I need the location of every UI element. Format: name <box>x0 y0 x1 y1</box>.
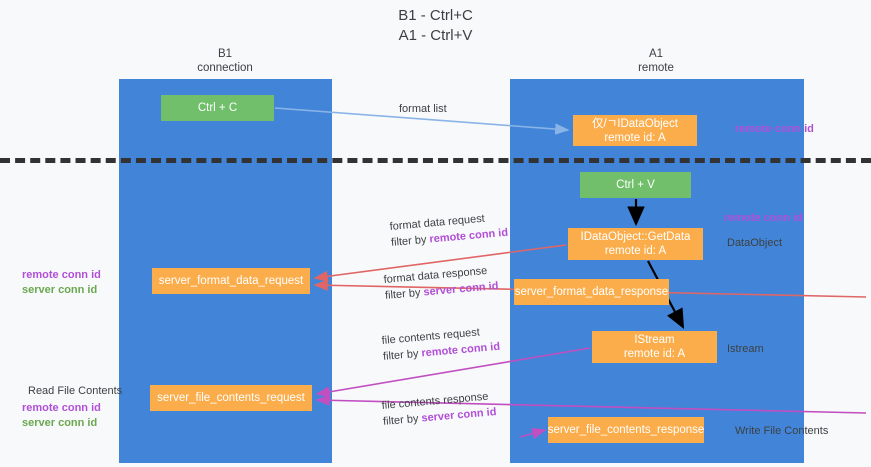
filter-key-server-conn-id: server conn id <box>422 280 499 299</box>
title-line-2: A1 - Ctrl+V <box>398 27 473 44</box>
box-istream-line1: IStream <box>634 334 675 346</box>
annotation-left-remote-conn-id-1: remote conn id <box>22 269 101 281</box>
annotation-left-server-conn-id-2: server conn id <box>22 417 98 429</box>
title-line-1: B1 - Ctrl+C <box>398 7 473 24</box>
lane-header-a1: A1 remote <box>596 47 716 75</box>
annotation-left-conn-ids-top: remote conn id server conn id <box>22 268 101 298</box>
annotation-write-file-contents: Write File Contents <box>735 425 829 437</box>
box-idataobject-getdata[interactable]: IDataObject::GetData remote id: A <box>568 228 703 260</box>
box-server-file-contents-response[interactable]: server_file_contents_response <box>548 417 704 443</box>
box-getdata-line2: remote id: A <box>604 245 667 257</box>
box-ctrl-v-label: Ctrl + V <box>616 179 655 191</box>
annotation-left-server-conn-id-1: server conn id <box>22 284 98 296</box>
label-format-data-response: format data response filter by server co… <box>383 262 499 304</box>
box-ctrl-c-label: Ctrl + C <box>197 102 238 114</box>
filter-prefix: filter by <box>382 412 422 428</box>
annotation-dataobject: DataObject <box>727 237 783 249</box>
lane-header-b1-name: B1 <box>217 48 233 60</box>
annotation-remote-conn-id-top: remote conn id <box>735 123 814 135</box>
box-server-format-data-response[interactable]: server_format_data_response <box>514 279 669 305</box>
annotation-read-file-contents: Read File Contents <box>28 385 123 397</box>
lane-header-b1: B1 connection <box>165 47 285 75</box>
filter-prefix: filter by <box>384 286 424 302</box>
box-ctrl-v[interactable]: Ctrl + V <box>580 172 691 198</box>
filter-key-remote-conn-id: remote conn id <box>420 340 501 360</box>
label-format-list-text: format list <box>399 103 447 115</box>
filter-key-remote-conn-id: remote conn id <box>428 226 509 246</box>
filter-key-server-conn-id: server conn id <box>420 406 497 425</box>
label-file-contents-request: file contents request filter by remote c… <box>381 323 501 365</box>
box-ctrl-c[interactable]: Ctrl + C <box>161 95 274 121</box>
box-server-format-data-request-label: server_format_data_request <box>158 275 304 287</box>
box-idataobject[interactable]: 仅/ㄱIDataObject remote id: A <box>573 115 697 146</box>
box-server-file-contents-response-label: server_file_contents_response <box>547 424 705 436</box>
box-server-format-data-response-label: server_format_data_response <box>514 286 669 298</box>
lane-header-a1-name: A1 <box>648 48 664 60</box>
label-format-data-request: format data request filter by remote con… <box>389 209 509 251</box>
annotation-remote-conn-id-mid: remote conn id <box>724 212 803 224</box>
box-server-format-data-request[interactable]: server_format_data_request <box>152 268 310 294</box>
box-server-file-contents-request[interactable]: server_file_contents_request <box>150 385 312 411</box>
box-getdata-line1: IDataObject::GetData <box>580 231 691 243</box>
label-file-contents-response: file contents response filter by server … <box>381 388 497 430</box>
box-server-file-contents-request-label: server_file_contents_request <box>157 392 305 404</box>
box-idataobject-line1: 仅/ㄱIDataObject <box>592 117 678 130</box>
annotation-left-remote-conn-id-2: remote conn id <box>22 402 101 414</box>
box-istream[interactable]: IStream remote id: A <box>592 331 717 363</box>
lane-header-a1-role: remote <box>638 62 674 74</box>
box-istream-line2: remote id: A <box>623 348 686 360</box>
phase-divider <box>0 158 871 163</box>
label-format-list: format list <box>399 101 447 117</box>
diagram-title: B1 - Ctrl+C A1 - Ctrl+V <box>0 6 871 46</box>
filter-prefix: filter by <box>390 233 430 249</box>
annotation-left-conn-ids-bottom: remote conn id server conn id <box>22 401 101 431</box>
annotation-istream: Istream <box>727 343 764 355</box>
filter-prefix: filter by <box>382 347 422 363</box>
lane-header-b1-role: connection <box>197 62 253 74</box>
box-idataobject-line2: remote id: A <box>604 131 666 144</box>
